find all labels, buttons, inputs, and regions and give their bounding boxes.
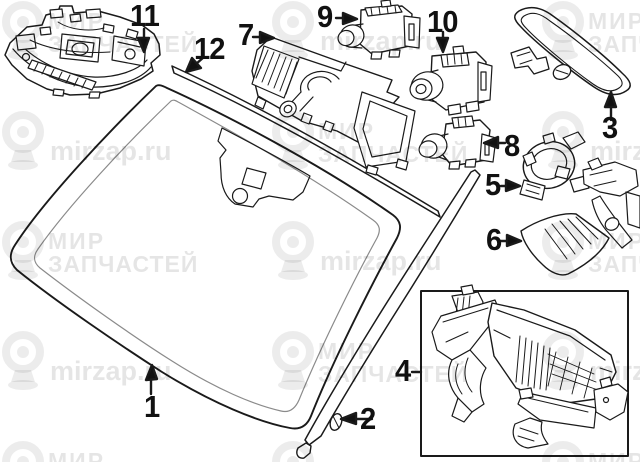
callout-arrow-11 [136, 27, 151, 54]
callout-arrow-12 [184, 55, 206, 74]
callout-arrow-6 [499, 233, 523, 248]
upper-molding-strip [171, 65, 441, 218]
rain-sensor [519, 131, 590, 201]
callout-arrow-2 [339, 411, 374, 426]
callout-arrow-8 [482, 135, 507, 150]
camera-10 [409, 45, 493, 116]
callout-arrows [136, 11, 618, 426]
side-molding [296, 169, 481, 459]
overhead-console [4, 5, 161, 99]
callout-arrow-3 [603, 90, 618, 122]
callout-arrow-7 [251, 30, 276, 45]
mirror-base-cover [520, 157, 640, 276]
camera-bracket [251, 36, 416, 176]
inset-box [420, 284, 629, 457]
sensor-mount-pad [217, 127, 311, 208]
windshield-glass [9, 84, 401, 430]
callout-arrow-1 [144, 363, 159, 396]
camera-cover-right [487, 302, 629, 449]
cover-bracket-left [431, 284, 501, 423]
camera-9 [337, 0, 421, 60]
callout-arrow-9 [334, 11, 359, 26]
callout-arrow-5 [499, 178, 522, 193]
callout-arrow-10 [435, 30, 450, 54]
rearview-mirror [510, 6, 631, 96]
